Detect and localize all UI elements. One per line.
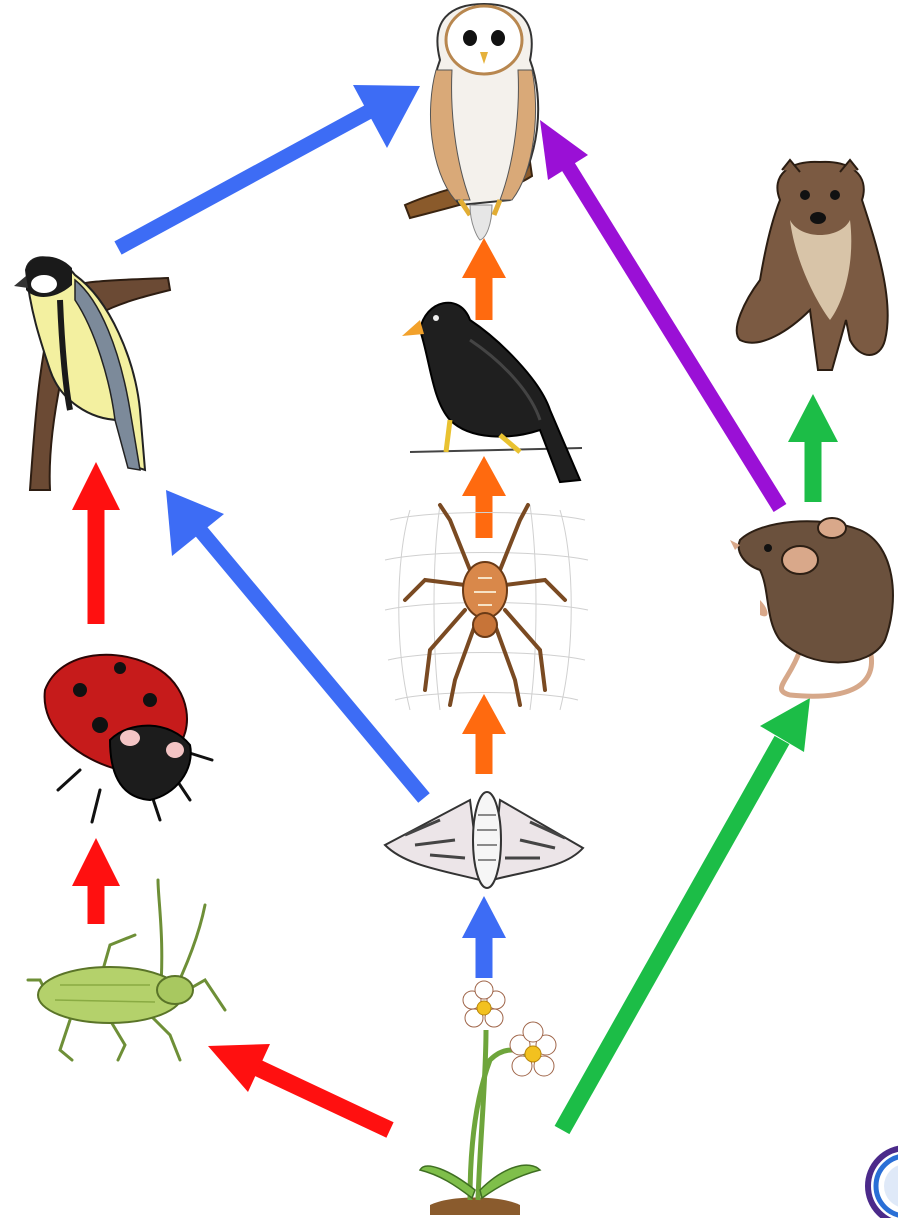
arrow-ladybird-to-great-tit [72, 462, 120, 624]
aphid-icon [26, 878, 227, 1062]
orb-weaver-spider-icon [384, 503, 589, 711]
daisy-bloom-top [462, 980, 506, 1028]
arrow-blackbird-to-owl [462, 238, 506, 320]
arrows-layer [72, 85, 838, 1138]
arrow-moth-to-spider [462, 694, 506, 774]
daisy-flower-icon [418, 980, 557, 1215]
stoat-icon [735, 158, 889, 371]
mouse-icon [730, 517, 894, 699]
arrow-flower-to-mouse [554, 698, 810, 1135]
barn-owl-icon [403, 2, 540, 241]
arrow-flower-to-aphid [208, 1044, 394, 1138]
publisher-logo-icon [865, 1145, 898, 1218]
arrow-mouse-to-owl [540, 120, 787, 512]
great-tit-bird-icon [14, 256, 172, 491]
ladybird-icon [43, 653, 214, 824]
arrow-aphid-to-ladybird [72, 838, 120, 924]
arrow-moth-to-great-tit [166, 490, 430, 803]
moth-icon [383, 791, 585, 889]
arrow-great-tit-to-owl [114, 85, 420, 255]
daisy-bloom-side [509, 1021, 557, 1077]
arrow-flower-to-moth [462, 896, 506, 978]
arrow-spider-to-blackbird [462, 456, 506, 538]
blackbird-icon [402, 301, 583, 484]
arrow-mouse-to-stoat [788, 394, 838, 502]
